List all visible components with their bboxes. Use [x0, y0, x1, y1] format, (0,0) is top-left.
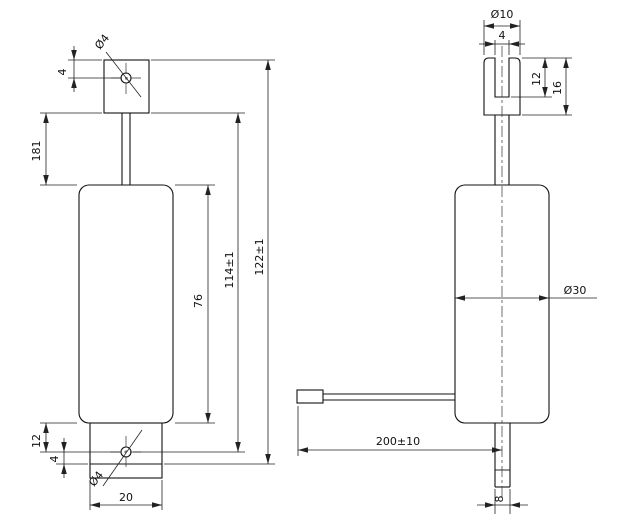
right-view-outline [296, 57, 550, 488]
left-view-dimensions [40, 46, 275, 510]
top-hole-leader [105, 51, 142, 98]
left-view-leaders [102, 51, 143, 487]
right-view: Ø10 4 12 16 Ø30 200±10 8 [296, 8, 597, 514]
right-view-dimensions [297, 20, 597, 514]
body-outline-right [454, 184, 550, 424]
dim-label-slot-width: 4 [499, 29, 506, 42]
dim-label-76: 76 [192, 294, 205, 308]
dim-label-head-height: 16 [551, 81, 564, 95]
dim-label-20: 20 [119, 491, 133, 504]
lead-wire-terminal [296, 389, 324, 404]
dim-label-bottom-4: 4 [48, 456, 61, 463]
dim-label-181: 181 [30, 141, 43, 162]
right-view-labels: Ø10 4 12 16 Ø30 200±10 8 [376, 8, 586, 503]
clevis-head-outline [483, 57, 521, 116]
dim-label-top-hole-offset: 4 [56, 69, 69, 76]
left-view-labels: Ø4 4 181 76 114±1 122±1 12 4 Ø4 20 [30, 32, 266, 504]
dim-label-body-dia: Ø30 [564, 284, 587, 297]
dim-label-slot-depth: 12 [530, 72, 543, 86]
dim-label-lead-length: 200±10 [376, 435, 420, 448]
left-view: Ø4 4 181 76 114±1 122±1 12 4 Ø4 20 [30, 32, 275, 510]
dim-label-122: 122±1 [253, 238, 266, 275]
dim-label-114: 114±1 [223, 251, 236, 288]
bottom-bracket-outline [89, 422, 163, 479]
top-bracket-outline [103, 59, 150, 114]
dim-label-shaft-dia: 8 [493, 496, 506, 503]
dim-label-head-dia: Ø10 [491, 8, 514, 21]
bottom-hole-leader [102, 429, 143, 487]
dim-label-12: 12 [30, 434, 43, 448]
